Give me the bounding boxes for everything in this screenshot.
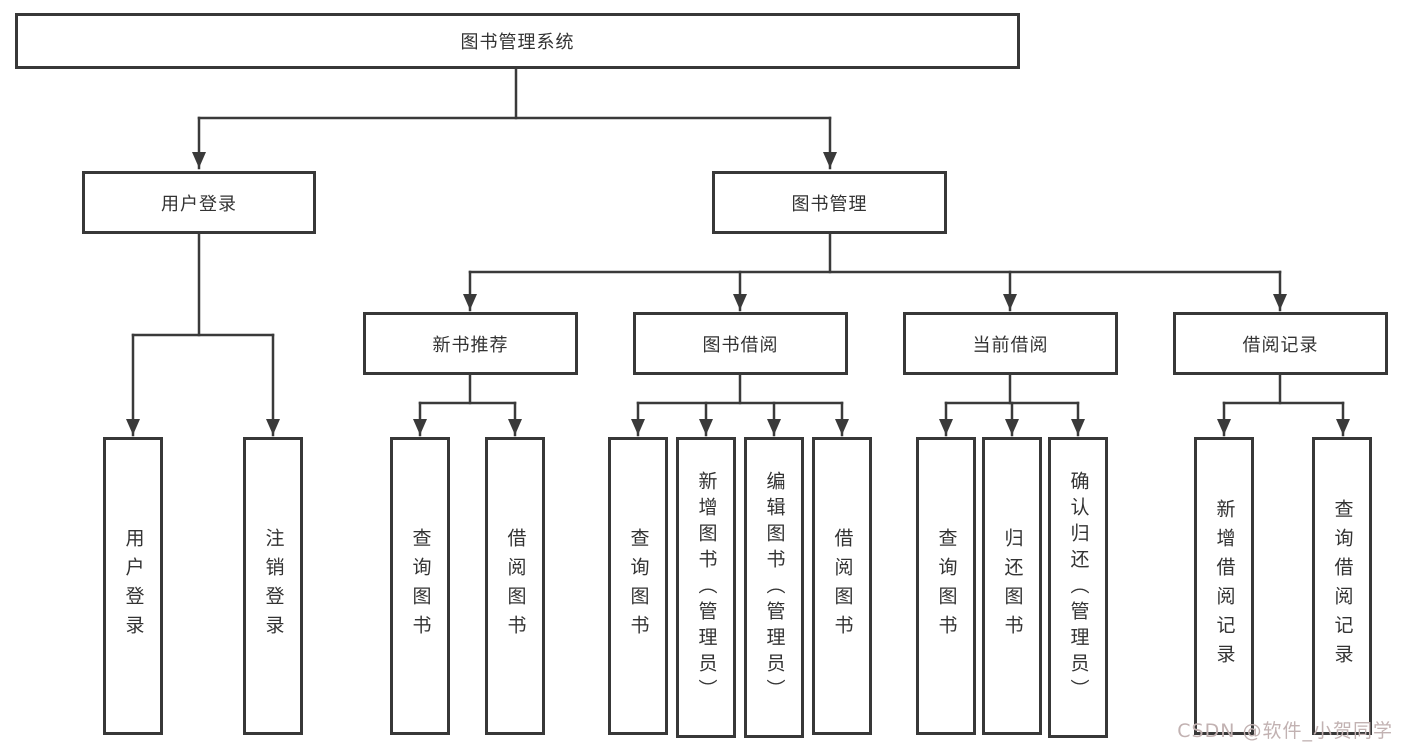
node-current-borrow: 当前借阅 (903, 312, 1118, 375)
leaf-return-book-label: 归还图书 (1001, 528, 1024, 644)
node-book-management: 图书管理 (712, 171, 947, 234)
node-user-login: 用户登录 (82, 171, 316, 234)
leaf-query-book-2: 查询图书 (608, 437, 668, 735)
leaf-add-book-admin-label: 新增图书（管理员） (695, 470, 718, 705)
leaf-confirm-return-admin-label: 确认归还（管理员） (1067, 470, 1090, 705)
leaf-query-book-3-label: 查询图书 (935, 528, 958, 644)
leaf-query-borrow-record: 查询借阅记录 (1312, 437, 1372, 735)
node-user-login-label: 用户登录 (161, 193, 237, 215)
node-borrow-records: 借阅记录 (1173, 312, 1388, 375)
leaf-return-book: 归还图书 (982, 437, 1042, 735)
node-current-borrow-label: 当前借阅 (972, 334, 1049, 356)
leaf-logout-label: 注销登录 (262, 528, 285, 644)
leaf-add-book-admin: 新增图书（管理员） (676, 437, 736, 738)
node-borrow-records-label: 借阅记录 (1242, 334, 1319, 356)
leaf-borrow-book-1: 借阅图书 (485, 437, 545, 735)
leaf-query-borrow-record-label: 查询借阅记录 (1331, 499, 1354, 673)
leaf-query-book-1-label: 查询图书 (409, 528, 432, 644)
leaf-add-borrow-record-label: 新增借阅记录 (1213, 499, 1236, 673)
leaf-query-book-2-label: 查询图书 (627, 528, 650, 644)
leaf-user-login: 用户登录 (103, 437, 163, 735)
leaf-query-book-3: 查询图书 (916, 437, 976, 735)
leaf-confirm-return-admin: 确认归还（管理员） (1048, 437, 1108, 738)
node-root-system: 图书管理系统 (15, 13, 1020, 69)
leaf-borrow-book-1-label: 借阅图书 (504, 528, 527, 644)
node-book-management-label: 图书管理 (791, 193, 868, 215)
leaf-add-borrow-record: 新增借阅记录 (1194, 437, 1254, 735)
leaf-edit-book-admin-label: 编辑图书（管理员） (763, 470, 786, 705)
leaf-borrow-book-2-label: 借阅图书 (831, 528, 854, 644)
node-book-borrow: 图书借阅 (633, 312, 848, 375)
leaf-query-book-1: 查询图书 (390, 437, 450, 735)
node-new-book-recommend-label: 新书推荐 (432, 334, 509, 356)
leaf-user-login-label: 用户登录 (122, 528, 145, 644)
leaf-edit-book-admin: 编辑图书（管理员） (744, 437, 804, 738)
node-new-book-recommend: 新书推荐 (363, 312, 578, 375)
csdn-watermark: CSDN @软件_小贺同学 (1177, 720, 1393, 742)
node-root-label: 图书管理系统 (460, 32, 575, 53)
leaf-logout: 注销登录 (243, 437, 303, 735)
leaf-borrow-book-2: 借阅图书 (812, 437, 872, 735)
node-book-borrow-label: 图书借阅 (702, 334, 779, 356)
